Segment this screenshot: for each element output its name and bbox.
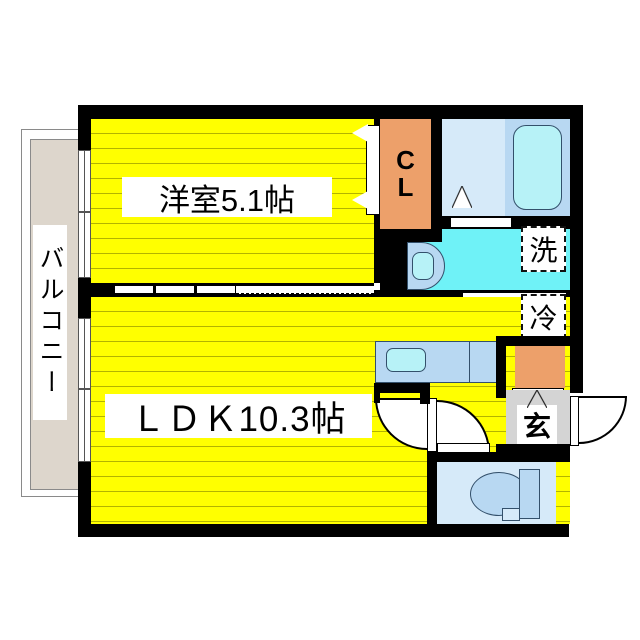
shoe-cabinet <box>515 346 565 388</box>
closet-door-arrow-bottom-icon <box>352 191 368 209</box>
sliding-door-mark-1[interactable] <box>115 285 153 294</box>
wall-kitchen-right <box>496 383 506 398</box>
wall-hall-top <box>374 383 430 393</box>
sliding-door-mark-3[interactable] <box>197 285 235 294</box>
wall-left-lower <box>78 462 91 537</box>
kitchen-sink <box>386 348 426 372</box>
sliding-door-mark-2[interactable] <box>156 285 194 294</box>
entrance-step-marker-icon <box>527 390 547 408</box>
wall-right-upper <box>570 105 583 331</box>
ldk-hall-door-leaf[interactable] <box>427 398 437 452</box>
closet-wall-bottom <box>374 229 442 242</box>
ldk-window-mid-jamb <box>78 388 91 390</box>
washbasin-bowl <box>412 252 434 280</box>
wall-hall-stub <box>374 383 380 403</box>
bedroom-label: 洋室5.1帖 <box>122 177 332 218</box>
wall-bottom <box>78 524 568 537</box>
entrance-door-swing-arc <box>579 396 627 444</box>
washroom-wall-left <box>380 242 407 290</box>
ldk-label: ＬＤＫ10.3帖 <box>105 394 372 439</box>
closet-door-arrow-top-icon <box>352 124 368 142</box>
entrance-wall-left <box>496 336 506 398</box>
closet-label-line1: C <box>396 144 415 175</box>
closet-label-line2: L <box>397 172 414 202</box>
wall-right-mid <box>570 331 583 393</box>
closet-wall-right <box>431 119 442 229</box>
entrance-door-swing-top-line <box>579 396 627 398</box>
bath-drain-marker-outline-icon <box>452 186 472 208</box>
wall-hall-mid <box>420 390 430 404</box>
toilet-wall-left <box>427 452 437 537</box>
washer-tag: 洗 <box>521 226 566 272</box>
wall-top <box>78 105 583 119</box>
bedroom-window-mid-jamb <box>78 211 91 213</box>
bedroom-window-mullion <box>84 150 85 278</box>
bathroom-door[interactable] <box>450 217 512 228</box>
entrance-label: 玄 <box>517 405 557 445</box>
toilet-base <box>502 508 520 521</box>
closet-label: C L <box>380 124 431 224</box>
wall-left-upper <box>78 105 91 150</box>
sliding-door-mark-4[interactable] <box>236 285 374 294</box>
toilet-tank <box>519 469 540 519</box>
entrance-wall-top <box>506 336 570 346</box>
ldk-window-mullion <box>84 318 85 462</box>
fridge-tag: 冷 <box>521 294 566 340</box>
wall-hall-toilet <box>427 452 570 462</box>
entrance-door-leaf[interactable] <box>570 396 579 446</box>
closet-sliding-door-track[interactable] <box>366 125 380 215</box>
entrance-wall-bottom <box>496 444 570 454</box>
kitchen-counter-divider <box>469 341 470 383</box>
bathtub <box>513 125 562 210</box>
closet[interactable] <box>380 119 431 229</box>
ldk-hall-door-top-line <box>375 398 427 400</box>
balcony-label: バルコニー <box>33 225 67 420</box>
